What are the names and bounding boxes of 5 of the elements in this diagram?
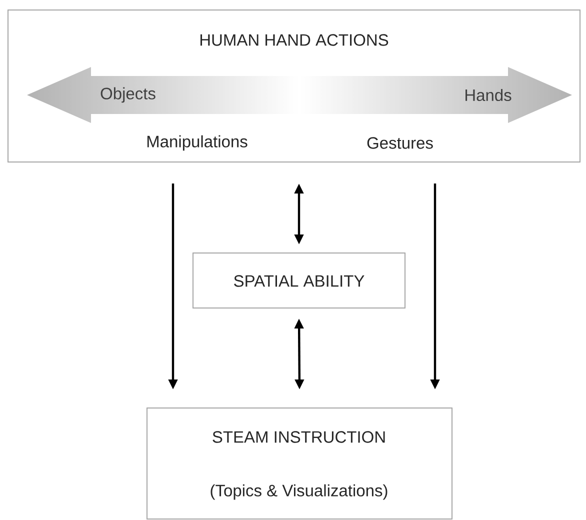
caption-text: Manipulations [147, 135, 248, 151]
caption-text: Gestures [367, 137, 433, 149]
label-box: SPATIAL ABILITY [192, 252, 406, 308]
label-box: STEAM INSTRUCTION (Topics & Visualizations) [146, 408, 452, 520]
double-arrow: Objects Hands [100, 87, 512, 103]
